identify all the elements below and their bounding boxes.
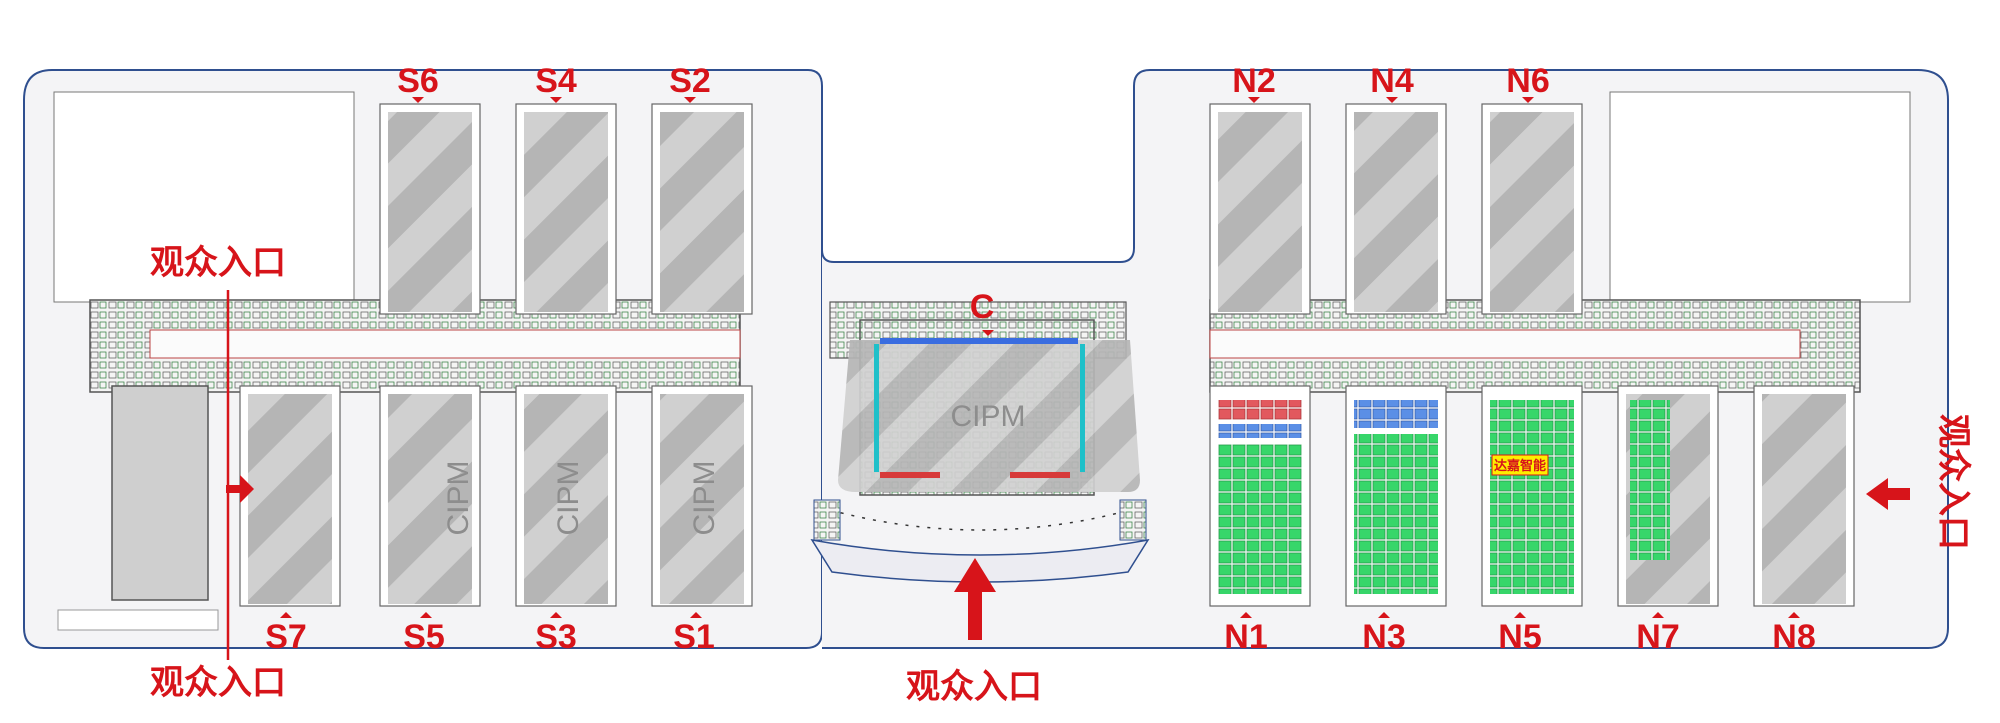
hall-s3[interactable]	[515, 385, 617, 607]
hall-entry-markers	[280, 97, 1800, 618]
hall-s6[interactable]	[379, 103, 481, 315]
hall-s5[interactable]	[379, 385, 481, 607]
hall-n5-label[interactable]: N5	[1498, 618, 1541, 656]
hall-s7-label[interactable]: S7	[265, 618, 307, 656]
hall-c-forecourt	[810, 538, 1150, 583]
hall-c[interactable]	[829, 301, 1140, 496]
east-courtyard	[1609, 91, 1911, 303]
hall-s5-label[interactable]: S5	[403, 618, 445, 656]
hall-s1-label[interactable]: S1	[673, 618, 715, 656]
west-parking	[57, 609, 219, 631]
east-entrance-arrow-icon	[1866, 478, 1910, 510]
hall-n1[interactable]	[1209, 385, 1311, 607]
hall-n2-label[interactable]: N2	[1232, 62, 1275, 100]
hall-n3[interactable]	[1345, 385, 1447, 607]
south-entrance-arrow-icon	[954, 558, 996, 640]
hall-c-east-pavilion	[1119, 499, 1147, 541]
hall-n2[interactable]	[1209, 103, 1311, 315]
hall-c-west-pavilion	[813, 499, 841, 541]
hall-n7[interactable]	[1617, 385, 1719, 607]
highlighted-booth[interactable]	[1491, 454, 1549, 476]
hall-s7[interactable]	[239, 385, 341, 607]
hall-s3-occupant-label: CIPM	[552, 461, 585, 536]
hall-n1-label[interactable]: N1	[1224, 618, 1267, 656]
hall-s6-label[interactable]: S6	[397, 62, 439, 100]
west-entrance-upper-label[interactable]: 观众入口	[150, 244, 286, 282]
east-corridor-walkway	[1209, 329, 1801, 359]
hall-s7-gray	[111, 385, 209, 601]
hall-n5[interactable]: 达嘉智能	[1481, 385, 1583, 607]
hall-s3-label[interactable]: S3	[535, 618, 577, 656]
hall-s2[interactable]	[651, 103, 753, 315]
west-entrance-lower-label[interactable]: 观众入口	[150, 664, 286, 702]
hall-c-occupant-label: CIPM	[951, 400, 1026, 433]
hall-n8[interactable]	[1753, 385, 1855, 607]
hall-s1[interactable]	[651, 385, 753, 607]
hall-s4[interactable]	[515, 103, 617, 315]
hall-n8-label[interactable]: N8	[1772, 618, 1815, 656]
hall-s2-label[interactable]: S2	[669, 62, 711, 100]
hall-n3-label[interactable]: N3	[1362, 618, 1405, 656]
south-entrance-label[interactable]: 观众入口	[906, 668, 1042, 706]
highlighted-booth-label: 达嘉智能	[1494, 458, 1546, 473]
west-corridor-walkway	[149, 329, 741, 359]
hall-n7-label[interactable]: N7	[1636, 618, 1679, 656]
hall-s5-occupant-label: CIPM	[442, 461, 475, 536]
hall-n6[interactable]	[1481, 103, 1583, 315]
west-entrance-arrow-icon	[226, 475, 254, 503]
west-courtyard	[53, 91, 355, 303]
hall-n4-label[interactable]: N4	[1370, 62, 1414, 100]
hall-c-label[interactable]: C	[970, 288, 995, 326]
hall-n6-label[interactable]: N6	[1506, 62, 1549, 100]
hall-s4-label[interactable]: S4	[535, 62, 577, 100]
east-entrance-label[interactable]: 观众入口	[1934, 414, 1972, 550]
hall-n4[interactable]	[1345, 103, 1447, 315]
hall-s1-occupant-label: CIPM	[688, 461, 721, 536]
